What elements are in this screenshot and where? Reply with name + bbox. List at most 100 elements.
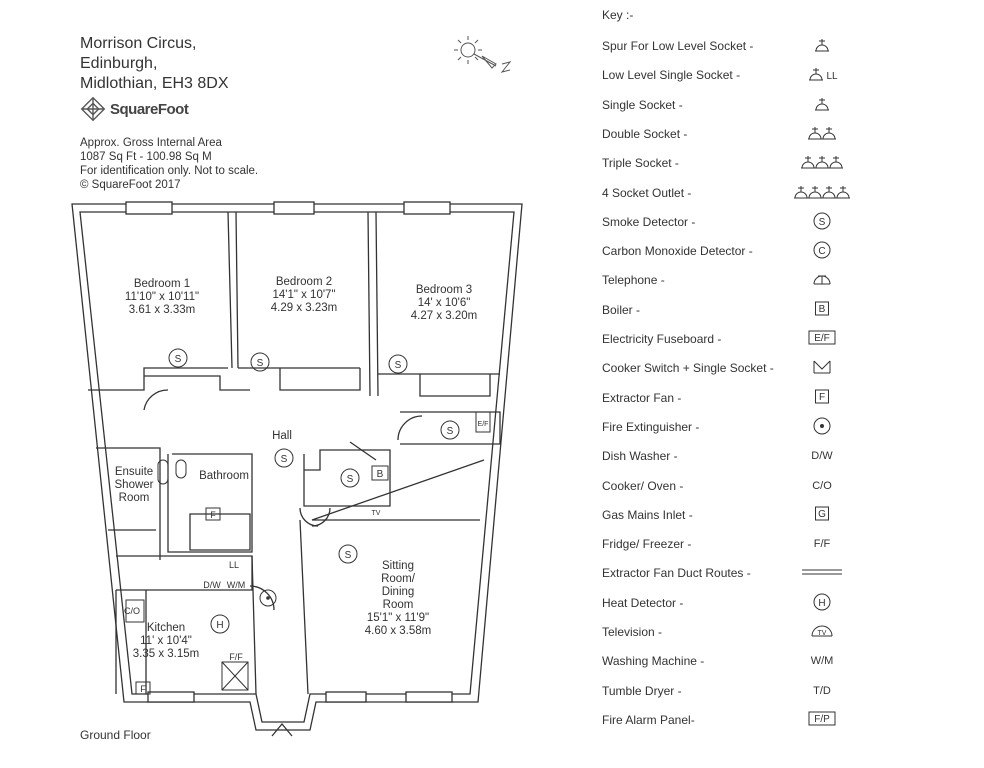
box-icon: G [815,506,829,521]
bath [189,513,251,551]
door [349,441,377,461]
key-item-label: Smoke Detector - [602,214,696,229]
extractor-fan-icon [205,507,221,521]
key-item-symbol-text: T/D [813,685,831,697]
info-line: 1087 Sq Ft - 100.98 Sq M [80,151,212,163]
key-item-symbol-text: F/F [814,538,831,550]
key-item: Gas Mains Inlet -G [602,504,862,526]
wall [96,447,161,560]
key-item: 4 Socket Outlet - [602,182,862,204]
key-item-label: Fire Extinguisher - [602,419,700,434]
fridge-freezer-cross [221,661,249,691]
property-address: Morrison Circus, Edinburgh, Midlothian, … [80,34,229,94]
key-item-symbol-text: C [818,246,825,257]
wall [367,211,371,397]
key-item-symbol-text: E/F [814,333,830,344]
room-label-bedroom-2: Bedroom 2 14'1" x 10'7" 4.29 x 3.23m [254,276,354,315]
wardrobe [419,374,491,397]
key-item: Spur For Low Level Socket - [602,35,862,57]
key-item: Cooker Switch + Single Socket - [602,357,862,379]
key-item-label: Television - [602,625,663,639]
wall [251,555,257,695]
address-line: Morrison Circus, [80,35,197,52]
room-size-imperial: 11' x 10'4" [140,635,192,647]
key-item-label: Double Socket - [602,126,688,141]
key-item: Cooker/ Oven -C/O [602,475,862,497]
circle-icon: S [813,212,831,230]
key-item-symbol-text: TV [818,630,827,637]
key-item-label: Triple Socket - [602,156,679,171]
heat-detector-icon [210,614,230,634]
key-item: Carbon Monoxide Detector -C [602,240,862,262]
squarefoot-logo: SquareFoot [80,96,189,122]
key-item-label: Cooker/ Oven - [602,478,684,493]
text-icon: T/D [813,685,831,697]
washing-machine-label: W/M [227,580,246,590]
room-size-metric: 4.60 x 3.58m [364,625,432,637]
door [143,389,169,411]
fire-extinguisher-icon [259,589,277,607]
room-name: Ensuite [114,466,154,478]
wall [235,211,239,369]
key-item: Extractor Fan Duct Routes - [602,562,862,584]
room-name: Room [382,599,414,611]
extractor-fan-label: F [140,684,146,694]
wall [400,411,501,445]
extractor-fan-icon [135,681,151,695]
key-item-label: Tumble Dryer - [602,683,682,698]
door [299,507,319,527]
smoke-detector-icon [250,352,270,372]
room-size-metric: 3.61 x 3.33m [128,304,196,316]
key-item-symbol-text: S [819,217,826,228]
window [403,201,451,215]
room-label-kitchen: Kitchen 11' x 10'4" 3.35 x 3.15m [116,622,216,661]
smoke-detector-label: S [347,474,354,485]
socket1-icon: LL [809,68,838,82]
room-name: Sitting [382,560,414,572]
smoke-detector-icon [338,544,358,564]
smoke-detector-icon [388,354,408,374]
smoke-detector-label: S [395,360,402,371]
info-line: © SquareFoot 2017 [80,179,181,191]
room-name: Hall [272,430,292,442]
circle-icon: C [813,241,831,259]
key-item-label: Telephone - [602,273,665,288]
key-item: Boiler -B [602,299,862,321]
key-item-label: Spur For Low Level Socket - [602,39,754,53]
wardrobe [279,368,361,391]
floor-plan: S S S S S S S H B F F E/F D/W W/M C/O F/… [71,201,523,737]
room-name: Bedroom 1 [133,278,191,290]
key-item-symbol-text: H [818,598,825,609]
key-item: Fire Alarm Panel-F/P [602,709,862,731]
key-item: Fire Extinguisher - [602,416,862,438]
cupboard-wall [303,449,391,507]
box-icon: F/P [808,711,836,726]
fridge-freezer [221,661,249,691]
key-item-symbol-text: LL [826,71,838,82]
key-item-label: Boiler - [602,302,641,317]
room-size-imperial: 15'1" x 11'9" [366,612,430,624]
bathroom-wall [167,453,253,553]
logo-text: SquareFoot [110,100,189,118]
door [397,415,423,441]
wall [299,519,309,695]
wardrobe [144,375,250,391]
circle-icon: H [813,593,831,611]
room-name: Bedroom 2 [275,276,333,288]
extractor-fan-label: F [210,510,216,520]
socket1-icon [815,97,829,111]
floor-label: Ground Floor [80,728,151,742]
key-item: Electricity Fuseboard -E/F [602,328,862,350]
room-size-metric: 4.27 x 3.20m [410,310,478,322]
room-label-bedroom-3: Bedroom 3 14' x 10'6" 4.27 x 3.20m [394,284,494,323]
entrance-arrow-icon [271,722,293,737]
room-size-imperial: 14' x 10'6" [417,297,471,309]
compass-sun-icon [454,36,512,73]
window [125,201,173,215]
room-size-imperial: 11'10" x 10'11" [124,291,200,303]
socket2-icon [808,126,836,140]
room-size-metric: 3.35 x 3.15m [132,648,200,660]
info-line: Approx. Gross Internal Area [80,137,222,149]
key-item-label: Cooker Switch + Single Socket - [602,361,774,376]
toilet [175,459,187,479]
